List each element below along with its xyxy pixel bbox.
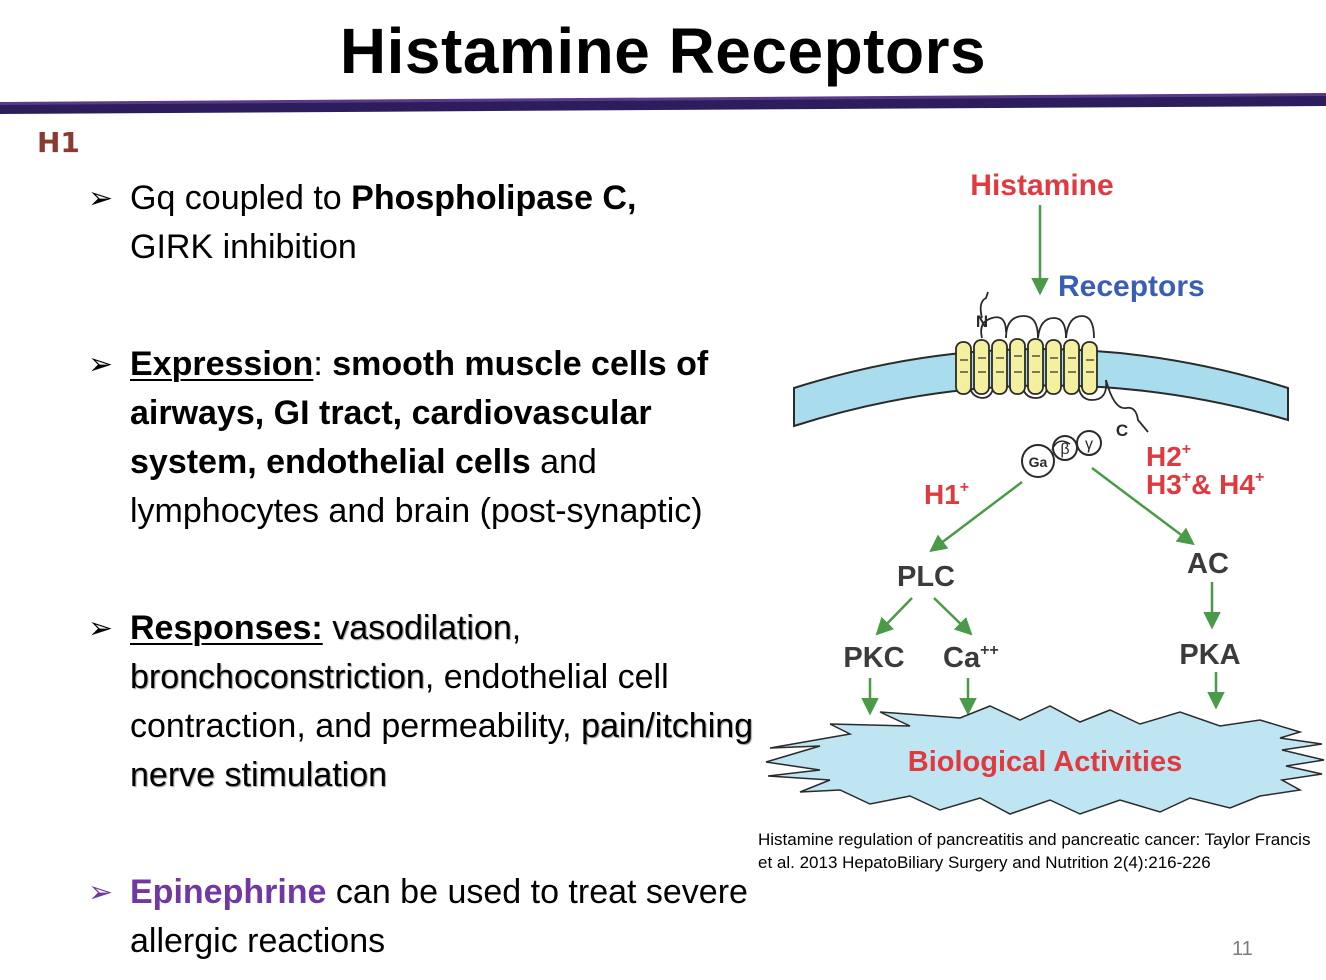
page-number: 11 [1232, 938, 1253, 960]
arrow-to-ca [933, 597, 973, 636]
bullet-epinephrine: ➢ Epinephrine can be used to treat sever… [88, 868, 778, 966]
response-bronchoconstriction: bronchoconstriction [130, 658, 425, 696]
pkc-label: PKC [843, 642, 904, 674]
bullet-expression: ➢ Expression: smooth muscle cells of air… [88, 340, 778, 536]
pka-label: PKA [1179, 639, 1240, 671]
h3-h4-label: H3+& H4+ [1146, 469, 1264, 500]
section-label-h1: H1 [37, 126, 80, 159]
response-pain-itching: pain/itching nerve stimulation [130, 707, 754, 794]
responses-heading: Responses: [130, 609, 323, 647]
bullet-text: Gq coupled to [130, 179, 352, 217]
receptor-helix-cylinders [955, 338, 1098, 395]
expression-cells: smooth muscle cells of airways, GI tract… [130, 345, 709, 481]
h1-label: H1+ [924, 479, 969, 510]
bullet-gq-coupling: ➢ Gq coupled to Phospholipase C, GIRK in… [88, 174, 778, 272]
arrow-to-plc [929, 481, 1023, 553]
phospholipase-c-text: Phospholipase C, [351, 179, 637, 217]
histamine-signaling-diagram: Histamine Receptors N C [765, 169, 1325, 815]
g-gamma-label: γ [1085, 436, 1093, 453]
title-underline [0, 93, 1326, 114]
epinephrine-rest: can be used to treat severe allergic rea… [130, 873, 748, 960]
biological-activities-label: Biological Activities [908, 746, 1183, 778]
histamine-label: Histamine [970, 169, 1113, 202]
bullet-arrow-icon: ➢ [88, 181, 114, 216]
bullet-arrow-icon: ➢ [88, 347, 114, 382]
g-beta-label: β [1060, 441, 1069, 458]
response-endothelial: , endothelial cell contraction, and perm… [130, 658, 669, 745]
receptors-label: Receptors [1058, 270, 1205, 303]
comma: , [511, 609, 522, 647]
expression-heading: Expression [130, 345, 314, 383]
colon: : [313, 345, 333, 383]
girk-text: GIRK inhibition [130, 228, 357, 266]
figure-citation: Histamine regulation of pancreatitis and… [758, 830, 1311, 872]
bullet-arrow-icon: ➢ [88, 611, 114, 646]
h2-label: H2+ [1146, 441, 1191, 472]
bullet-responses: ➢ Responses: vasodilation, bronchoconstr… [88, 604, 778, 800]
bullet-arrow-icon: ➢ [88, 875, 114, 910]
ac-label: AC [1187, 548, 1229, 580]
g-alpha-label: Ga [1029, 454, 1048, 470]
arrow-to-ac [1091, 467, 1195, 546]
n-terminal-label: N [976, 312, 988, 331]
plc-label: PLC [897, 561, 955, 593]
ca-label: Ca++ [943, 642, 999, 674]
g-protein [1021, 430, 1102, 478]
response-vasodilation: vasodilation [332, 609, 512, 647]
arrow-to-pkc [875, 597, 913, 636]
slide-title: Histamine Receptors [339, 15, 987, 87]
epinephrine-highlight: Epinephrine [130, 873, 327, 911]
c-terminal-label: C [1116, 421, 1128, 440]
expression-rest: and lymphocytes and brain (post-synaptic… [130, 443, 703, 530]
biological-activities-burst [765, 705, 1325, 815]
